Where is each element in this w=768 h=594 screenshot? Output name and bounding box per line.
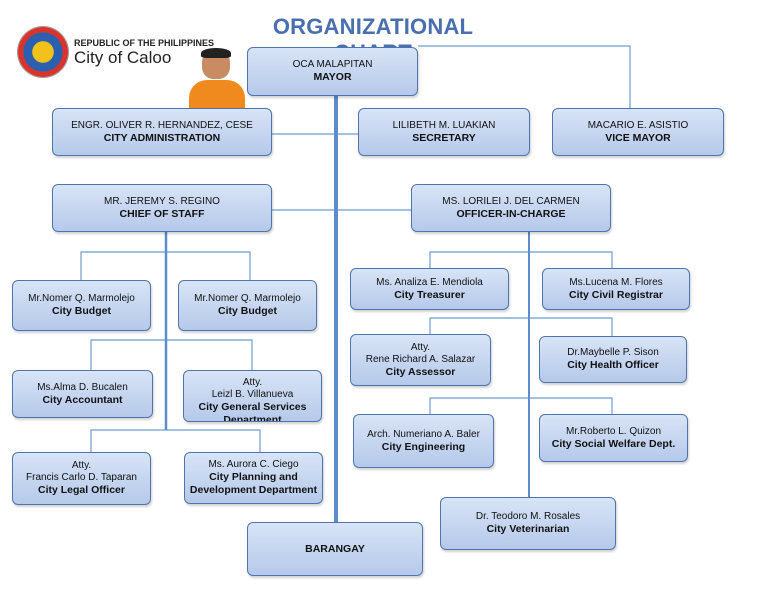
node-name: Dr.Maybelle P. Sison (567, 347, 659, 359)
node-officer-in-charge: MS. LORILEI J. DEL CARMEN OFFICER-IN-CHA… (411, 184, 611, 232)
node-city-budget-1: Mr.Nomer Q. Marmolejo City Budget (12, 280, 151, 331)
node-position: VICE MAYOR (605, 131, 671, 144)
node-name: Ms. Analiza E. Mendiola (376, 276, 483, 288)
connector-mayor-vicemayor (418, 45, 631, 108)
node-name: Ms.Lucena M. Flores (569, 276, 663, 288)
node-position: City Accountant (42, 393, 123, 406)
node-city-health-officer: Dr.Maybelle P. Sison City Health Officer (539, 336, 687, 383)
node-position: City Engineering (381, 440, 466, 453)
connector-treasurer-branch (429, 251, 613, 268)
node-prefix: Atty. (242, 377, 263, 388)
node-prefix: Atty. (410, 341, 431, 353)
node-city-general-services: Atty. Leizl B. Villanueva City General S… (183, 370, 322, 422)
node-city-assessor: Atty. Rene Richard A. Salazar City Asses… (350, 334, 491, 386)
node-position: OFFICER-IN-CHARGE (456, 207, 566, 220)
node-name: Mr.Nomer Q. Marmolejo (194, 293, 301, 305)
node-name: MACARIO E. ASISTIO (587, 119, 689, 131)
node-city-treasurer: Ms. Analiza E. Mendiola City Treasurer (350, 268, 509, 310)
node-name: OCA MALAPITAN (292, 59, 373, 71)
node-name: MR. JEREMY S. REGINO (104, 195, 220, 207)
node-city-planning: Ms. Aurora C. Ciego City Planning and De… (184, 452, 323, 504)
logo-republic-text: REPUBLIC OF THE PHILIPPINES (74, 38, 215, 48)
node-city-engineering: Arch. Numeriano A. Baler City Engineerin… (353, 414, 494, 468)
node-name: LILIBETH M. LUAKIAN (392, 119, 496, 131)
node-name: MS. LORILEI J. DEL CARMEN (442, 195, 580, 207)
node-position: City Assessor (385, 365, 456, 378)
node-vice-mayor: MACARIO E. ASISTIO VICE MAYOR (552, 108, 724, 156)
node-barangay: BARANGAY (247, 522, 423, 576)
connector-engineering-branch (429, 397, 613, 414)
node-position: City General Services Department (198, 401, 307, 422)
city-seal-icon (18, 27, 68, 77)
node-position: City Treasurer (394, 288, 465, 301)
node-mayor: OCA MALAPITAN MAYOR (247, 47, 418, 96)
node-position: City Civil Registrar (569, 288, 663, 301)
node-name: Rene Richard A. Salazar (365, 353, 476, 365)
node-position: City Social Welfare Dept. (551, 437, 676, 450)
node-name: Leizl B. Villanueva (211, 389, 294, 400)
connector-accountant-branch (90, 339, 253, 370)
node-secretary: LILIBETH M. LUAKIAN SECRETARY (358, 108, 530, 156)
node-position: MAYOR (313, 71, 352, 84)
node-prefix: Atty. (71, 460, 92, 472)
node-position: BARANGAY (305, 542, 365, 555)
node-position: City Budget (218, 305, 277, 318)
node-city-social-welfare: Mr.Roberto L. Quizon City Social Welfare… (539, 414, 688, 462)
city-logo: REPUBLIC OF THE PHILIPPINES City of Calo… (14, 24, 214, 94)
node-name: Mr.Roberto L. Quizon (565, 425, 662, 437)
node-name: Francis Carlo D. Taparan (26, 472, 137, 484)
node-city-veterinarian: Dr. Teodoro M. Rosales City Veterinarian (440, 497, 616, 550)
connector-legal-branch (90, 429, 261, 452)
node-name: Arch. Numeriano A. Baler (367, 428, 480, 440)
node-city-civil-registrar: Ms.Lucena M. Flores City Civil Registrar (542, 268, 690, 310)
node-position: CHIEF OF STAFF (119, 207, 205, 220)
node-position: City Health Officer (567, 359, 659, 372)
node-city-budget-2: Mr.Nomer Q. Marmolejo City Budget (178, 280, 317, 331)
node-chief-of-staff: MR. JEREMY S. REGINO CHIEF OF STAFF (52, 184, 272, 232)
node-city-admin: ENGR. OLIVER R. HERNANDEZ, CESE CITY ADM… (52, 108, 272, 156)
node-position: City Planning and Development Department (189, 471, 318, 496)
node-position: SECRETARY (412, 131, 476, 144)
node-name: Dr. Teodoro M. Rosales (475, 511, 581, 523)
node-position: City Budget (52, 305, 111, 318)
node-city-accountant: Ms.Alma D. Bucalen City Accountant (12, 370, 153, 418)
node-name: Ms. Aurora C. Ciego (208, 459, 299, 470)
connector-assessor-branch (429, 317, 613, 336)
node-name: Ms.Alma D. Bucalen (37, 381, 128, 393)
node-name: Mr.Nomer Q. Marmolejo (28, 293, 135, 305)
node-city-legal-officer: Atty. Francis Carlo D. Taparan City Lega… (12, 452, 151, 505)
node-position: City Veterinarian (486, 523, 570, 536)
node-name: ENGR. OLIVER R. HERNANDEZ, CESE (71, 119, 253, 131)
logo-city-text: City of Caloo (74, 48, 172, 67)
node-position: City Legal Officer (38, 484, 125, 497)
mayor-photo (187, 46, 247, 108)
node-position: CITY ADMINISTRATION (103, 131, 221, 144)
